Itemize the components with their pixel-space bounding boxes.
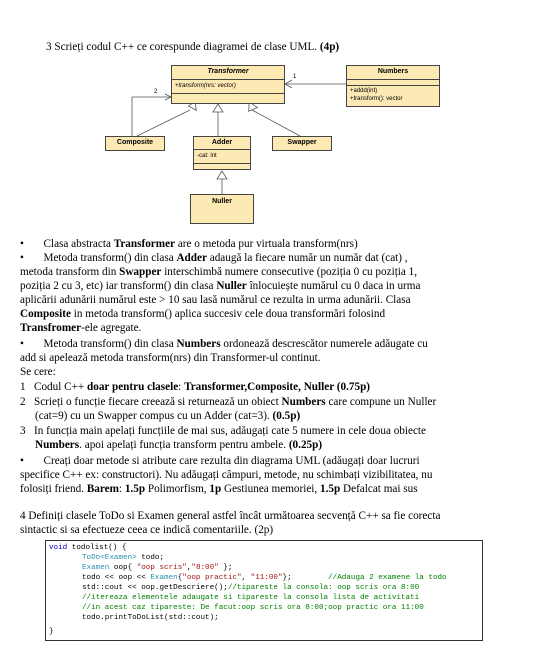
bullet-4-line-3: folosiți friend. Barem: 1.5p Polimorfism… <box>20 483 418 495</box>
adder-attribute: -cat: int <box>197 153 217 159</box>
nuller-inheritance-triangle <box>216 170 228 180</box>
question-3-text: 3 Scrieți codul C++ ce corespunde diagra… <box>46 41 320 53</box>
numbers-association-arrowhead <box>284 79 293 89</box>
bullet-2-line-2: metoda transform din Swapper interschimb… <box>20 266 418 278</box>
uml-class-composite: Composite <box>105 136 165 151</box>
transformer-class-name: Transformer <box>207 68 249 75</box>
code-line-4: todo << oop << Examen{"oop practic", "11… <box>82 574 447 582</box>
transformer-method: +transform(nrs: vector) <box>175 83 236 89</box>
uml-class-transformer: Transformer +transform(nrs: vector) <box>171 65 285 104</box>
code-line-6: //itereaza elementele adaugate si tipare… <box>82 594 420 602</box>
bullet-2-line-3: poziția 2 cu 3, etc) iar transform() din… <box>20 280 421 292</box>
composite-inheritance-line <box>136 109 191 137</box>
uml-class-nuller: Nuller <box>190 194 254 224</box>
swapper-class-name: Swapper <box>287 139 317 146</box>
adder-class-name: Adder <box>211 139 233 146</box>
code-block: void todolist() { ToDo<Examen> todo; Exa… <box>45 540 483 641</box>
bullet-4-line-2: specifice C++ ex: constructori). Nu adău… <box>20 469 433 481</box>
requirement-2-line-2: (cat=9) cu un Swapper compus cu un Adder… <box>35 410 301 422</box>
swapper-inheritance-line <box>251 109 301 137</box>
numbers-method-transform: +transform(): vector <box>350 96 403 102</box>
bullet-1: • Clasa abstracta Transformer are o meto… <box>20 238 358 250</box>
bullet-2-line-5: Composite in metoda transform() aplica s… <box>20 308 386 320</box>
code-line-7: //in acest caz tipareste: De facut:oop s… <box>82 604 424 612</box>
uml-class-adder: Adder -cat: int <box>193 136 251 170</box>
bullet-2-line-4: aplicării adunării numărul este > 10 sau… <box>20 294 411 306</box>
composite-multiplicity: 2 <box>154 89 158 95</box>
requirement-1: 1 Codul C++ doar pentru clasele: Transfo… <box>20 381 371 393</box>
swapper-inheritance-triangle <box>248 101 259 112</box>
adder-inheritance-triangle <box>212 103 224 113</box>
nuller-class-name: Nuller <box>212 198 232 205</box>
numbers-multiplicity: 1 <box>293 74 297 80</box>
question-3-points: (4p) <box>319 41 340 53</box>
bullet-3-line-1: • Metoda transform() din clasa Numbers o… <box>20 338 428 350</box>
numbers-class-name: Numbers <box>377 68 409 75</box>
bullet-3-line-2: add si apelează metoda transform(nrs) di… <box>20 352 321 364</box>
bullet-2-line-6: Transfromer-ele agregate. <box>20 322 142 334</box>
question-4-line-2: sintactic si sa efectueze ceea ce indică… <box>20 524 274 536</box>
requirement-3-line-2: Numbers. apoi apelați funcția transform … <box>35 439 323 451</box>
bullet-4-line-1: • Creați doar metode si atribute care re… <box>20 455 420 467</box>
question-3-title: 3 Scrieți codul C++ ce corespunde diagra… <box>46 40 339 54</box>
requirement-3-line-1: 3 In funcția main apelați funcțiile de m… <box>20 425 427 437</box>
requirement-2-line-1: 2 Scrieți o funcție fiecare creează si r… <box>20 396 437 408</box>
code-line-5: std::cout << oop.getDescriere();//tipare… <box>82 584 420 592</box>
question-4-line-1: 4 Definiți clasele ToDo si Examen genera… <box>20 510 441 522</box>
numbers-method-add: +addd(int) <box>350 88 378 94</box>
uml-connectors <box>131 79 346 194</box>
code-line-2: ToDo<Examen> todo; <box>82 554 165 562</box>
bullet-2-line-1: • Metoda transform() din clasa Adder ada… <box>20 252 408 264</box>
code-line-9: } <box>49 628 54 636</box>
uml-class-swapper: Swapper <box>272 136 332 151</box>
code-line-1: void todolist() { <box>49 544 127 552</box>
code-line-8: todo.printToDoList(std::cout); <box>82 614 219 622</box>
composite-class-name: Composite <box>116 139 154 146</box>
uml-class-numbers: Numbers +addd(int) +transform(): vector <box>346 65 440 107</box>
se-cere-label: Se cere: <box>20 366 56 378</box>
code-line-3: Examen oop{ "oop scris","8:00" }; <box>82 564 233 572</box>
